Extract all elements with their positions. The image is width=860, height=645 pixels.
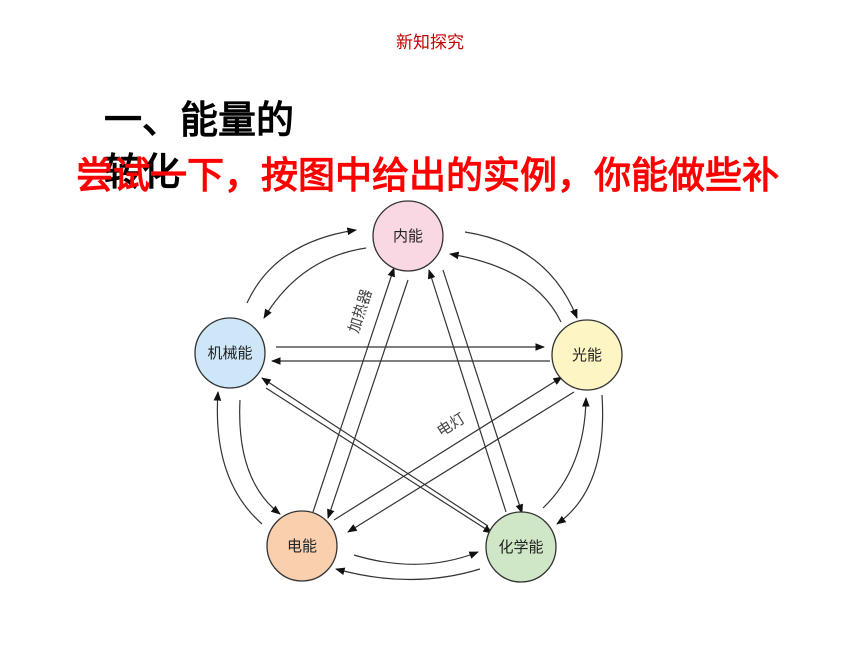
arrow-electric-to-mechanical — [213, 391, 263, 525]
arrow-mechanical-to-internal — [246, 227, 357, 304]
arrow-chemical-to-mechanical — [261, 377, 489, 527]
node-label-chemical: 化学能 — [498, 538, 543, 556]
node-internal-energy: 内能 — [372, 200, 444, 272]
outer-arrows — [213, 227, 604, 581]
node-chemical-energy: 化学能 — [485, 511, 557, 583]
arrow-light-to-chemical — [556, 394, 604, 525]
arrow-chemical-to-electric — [335, 567, 481, 581]
arrow-internal-to-electric — [327, 279, 409, 519]
node-label-mechanical: 机械能 — [207, 344, 252, 362]
edge-label-lamp: 电灯 — [434, 409, 469, 440]
arrow-electric-to-internal — [312, 267, 395, 513]
arrow-electric-to-light — [333, 376, 563, 521]
arrow-electric-to-chemical — [353, 551, 479, 565]
arrow-internal-to-chemical — [442, 269, 523, 514]
inner-arrows — [261, 267, 575, 534]
arrow-chemical-to-internal — [427, 269, 507, 513]
section-label: 新知探究 — [396, 33, 464, 53]
node-label-light: 光能 — [572, 346, 602, 364]
arrow-light-to-electric — [347, 391, 575, 533]
arrow-chemical-to-light — [542, 397, 590, 509]
node-label-electric: 电能 — [287, 537, 317, 555]
section-heading: 一、能量的转化 — [104, 98, 295, 194]
node-mechanical-energy: 机械能 — [194, 317, 266, 389]
arrow-internal-to-light — [464, 231, 578, 319]
arrow-mechanical-to-electric — [239, 399, 281, 515]
task-prompt: 尝试一下，按图中给出的实例，你能做些补 — [76, 154, 779, 197]
arrow-mechanical-to-chemical — [265, 387, 493, 534]
arrow-light-to-internal — [449, 251, 562, 323]
edge-label-heater: 加热器 — [345, 287, 376, 335]
arrow-internal-to-mechanical — [263, 247, 367, 319]
node-light-energy: 光能 — [551, 319, 623, 391]
node-electric-energy: 电能 — [266, 510, 338, 582]
node-label-internal: 内能 — [393, 227, 423, 245]
